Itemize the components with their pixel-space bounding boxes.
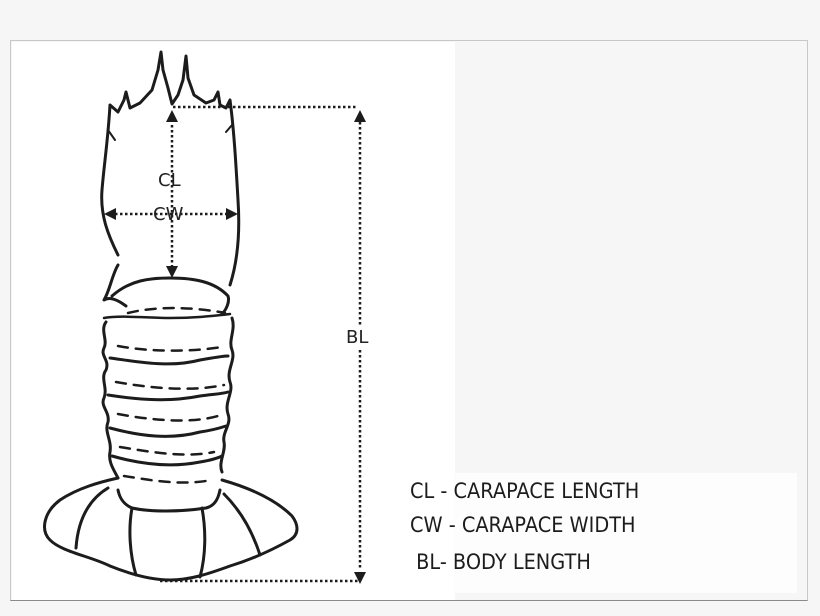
cw-left-arrow-icon (104, 208, 116, 220)
cl-bottom-arrow-icon (166, 266, 178, 278)
arrowheads (104, 110, 366, 584)
bl-bottom-arrow-icon (354, 572, 366, 584)
bl-label: BL (346, 327, 369, 348)
legend-item-bl: BL- BODY LENGTH (410, 550, 591, 574)
legend-panel (454, 473, 797, 593)
cl-label: CL (158, 170, 181, 191)
lobster-outline (43, 50, 299, 582)
cl-top-arrow-icon (166, 110, 178, 122)
legend-item-cl: CL - CARAPACE LENGTH (410, 479, 640, 503)
bl-top-arrow-icon (354, 110, 366, 122)
legend-item-cw: CW - CARAPACE WIDTH (410, 513, 636, 537)
cw-label: CW (153, 204, 184, 225)
measurement-lines (115, 105, 362, 583)
cw-right-arrow-icon (226, 208, 238, 220)
